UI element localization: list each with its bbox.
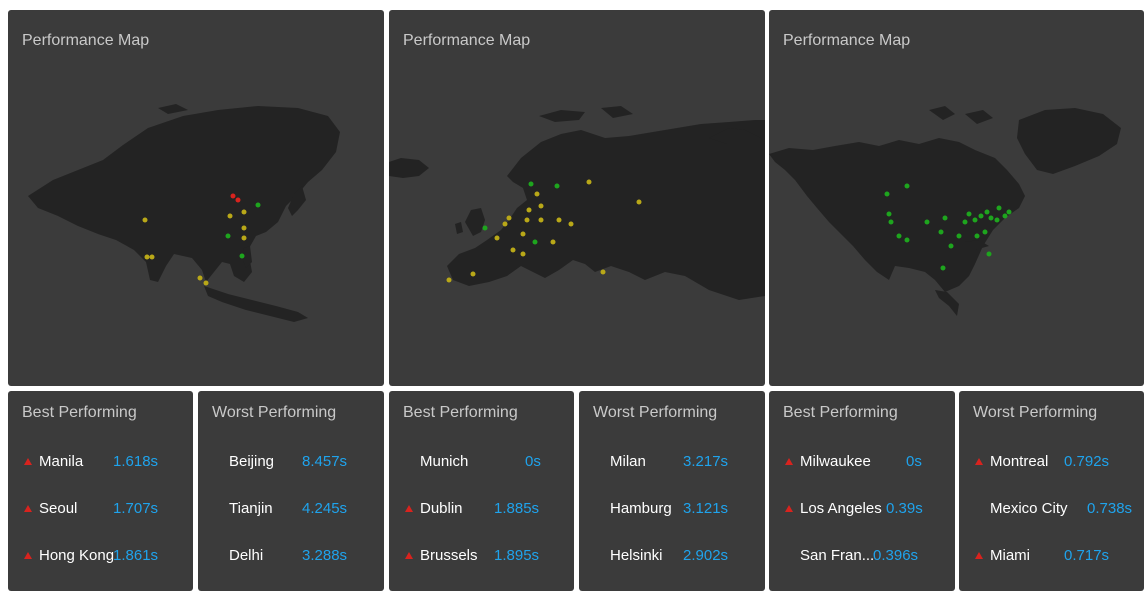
stat-row: Montreal 0.792s: [959, 452, 1144, 472]
stat-row: Milan 3.217s: [579, 452, 765, 472]
performance-map-asia: Performance Map: [8, 10, 384, 386]
map-title: Performance Map: [22, 32, 150, 49]
load-time-value: 0s: [525, 453, 541, 470]
red-triangle-up-icon: [975, 552, 983, 559]
red-triangle-up-icon: [405, 552, 413, 559]
red-triangle-up-icon: [24, 552, 32, 559]
load-time-value: 0.396s: [873, 547, 919, 564]
city-name: Helsinki: [610, 547, 663, 564]
north-america-dots: [884, 183, 1012, 271]
stat-row: Seoul 1.707s: [8, 499, 193, 519]
panel-title: Worst Performing: [973, 404, 1098, 421]
asia-dots: [142, 193, 261, 286]
panel-title: Best Performing: [22, 404, 137, 421]
stat-row: San Fran... 0.396s: [769, 546, 955, 566]
city-name: Los Angeles: [800, 500, 882, 517]
city-name: Hamburg: [610, 500, 672, 517]
map-europe-svg[interactable]: [389, 10, 765, 386]
map-title: Performance Map: [783, 32, 911, 49]
panel-title: Best Performing: [783, 404, 898, 421]
europe-landmass: [389, 106, 765, 300]
north-america-landmass: [769, 106, 1121, 316]
city-name: Miami: [990, 547, 1030, 564]
city-name: Hong Kong: [39, 547, 115, 564]
stat-row: Beijing 8.457s: [198, 452, 384, 472]
load-time-value: 1.885s: [494, 500, 540, 517]
worst-performing-europe: Worst Performing Milan 3.217s Hamburg 3.…: [579, 391, 765, 591]
stat-row: Manila 1.618s: [8, 452, 193, 472]
worst-performing-north-america: Worst Performing Montreal 0.792s Mexico …: [959, 391, 1144, 591]
panel-title: Worst Performing: [593, 404, 718, 421]
load-time-value: 3.288s: [302, 547, 348, 564]
stat-row: Los Angeles 0.39s: [769, 499, 955, 519]
red-triangle-up-icon: [975, 458, 983, 465]
load-time-value: 0.792s: [1064, 453, 1110, 470]
city-name: Milwaukee: [800, 453, 871, 470]
panel-title: Best Performing: [403, 404, 518, 421]
worst-performing-asia: Worst Performing Beijing 8.457s Tianjin …: [198, 391, 384, 591]
load-time-value: 3.121s: [683, 500, 729, 517]
load-time-value: 1.861s: [113, 547, 159, 564]
stat-row: Munich 0s: [389, 452, 574, 472]
stat-row: Miami 0.717s: [959, 546, 1144, 566]
performance-map-europe: Performance Map: [389, 10, 765, 386]
red-triangle-up-icon: [24, 505, 32, 512]
map-north-america-svg[interactable]: [769, 10, 1144, 386]
red-triangle-up-icon: [785, 458, 793, 465]
stat-row: Brussels 1.895s: [389, 546, 574, 566]
load-time-value: 1.895s: [494, 547, 540, 564]
map-asia-svg[interactable]: [8, 10, 384, 386]
red-triangle-up-icon: [405, 505, 413, 512]
performance-map-north-america: Performance Map: [769, 10, 1144, 386]
best-performing-north-america: Best Performing Milwaukee 0s Los Angeles…: [769, 391, 955, 591]
stat-row: Delhi 3.288s: [198, 546, 384, 566]
city-name: Beijing: [229, 453, 275, 470]
stat-row: Helsinki 2.902s: [579, 546, 765, 566]
city-name: Manila: [39, 453, 84, 470]
europe-dots: [446, 179, 642, 283]
load-time-value: 1.707s: [113, 500, 159, 517]
load-time-value: 0s: [906, 453, 922, 470]
load-time-value: 0.717s: [1064, 547, 1110, 564]
city-name: Montreal: [990, 453, 1049, 470]
city-name: San Fran...: [800, 547, 875, 564]
city-name: Brussels: [420, 547, 478, 564]
city-name: Dublin: [420, 500, 463, 517]
city-name: Delhi: [229, 547, 264, 564]
city-name: Seoul: [39, 500, 78, 517]
city-name: Munich: [420, 453, 469, 470]
load-time-value: 0.738s: [1087, 500, 1133, 517]
red-triangle-up-icon: [785, 505, 793, 512]
panel-title: Worst Performing: [212, 404, 337, 421]
load-time-value: 0.39s: [886, 500, 923, 517]
stat-row: Hong Kong 1.861s: [8, 546, 193, 566]
map-title: Performance Map: [403, 32, 531, 49]
red-triangle-up-icon: [24, 458, 32, 465]
stat-row: Tianjin 4.245s: [198, 499, 384, 519]
city-name: Milan: [610, 453, 646, 470]
load-time-value: 8.457s: [302, 453, 348, 470]
best-performing-asia: Best Performing Manila 1.618s Seoul 1.70…: [8, 391, 193, 591]
load-time-value: 1.618s: [113, 453, 159, 470]
city-name: Mexico City: [990, 500, 1068, 517]
load-time-value: 2.902s: [683, 547, 729, 564]
stat-row: Milwaukee 0s: [769, 452, 955, 472]
best-performing-europe: Best Performing Munich 0s Dublin 1.885s …: [389, 391, 574, 591]
city-name: Tianjin: [229, 500, 273, 517]
stat-row: Dublin 1.885s: [389, 499, 574, 519]
stat-row: Mexico City 0.738s: [959, 499, 1144, 519]
load-time-value: 4.245s: [302, 500, 348, 517]
stat-row: Hamburg 3.121s: [579, 499, 765, 519]
asia-landmass: [28, 104, 340, 322]
load-time-value: 3.217s: [683, 453, 729, 470]
